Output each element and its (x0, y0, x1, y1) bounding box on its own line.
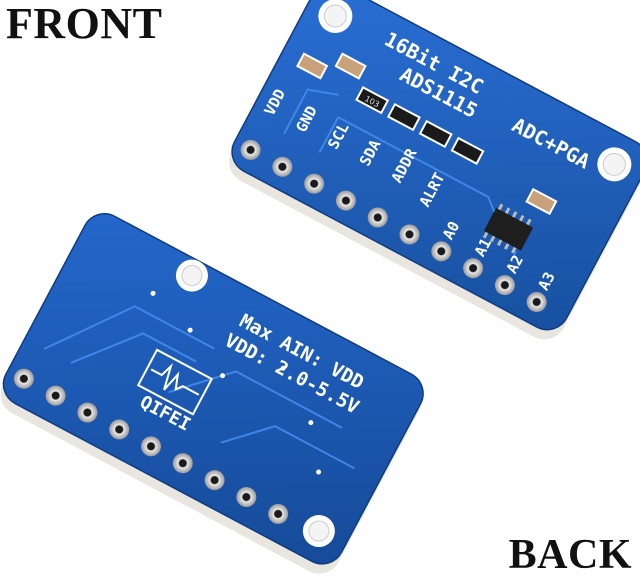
header-pad (526, 291, 547, 312)
vias (150, 290, 322, 475)
smd-resistor (418, 119, 453, 149)
header-pad (268, 503, 289, 524)
header-pad (141, 436, 162, 457)
smd-resistor (450, 136, 485, 165)
header-pads (13, 368, 289, 524)
header-pad (77, 402, 98, 423)
header-pad (240, 139, 261, 160)
front-caption: FRONT (6, 0, 163, 48)
header-pad (109, 419, 130, 440)
front-board-surface (231, 0, 640, 331)
smd-capacitor (334, 52, 367, 80)
header-pad (13, 368, 34, 389)
mounting-hole (318, 0, 353, 34)
header-pad (204, 470, 225, 491)
pcb-traces (283, 88, 517, 257)
smd-capacitor (525, 187, 558, 216)
ads1115-chip (482, 203, 534, 254)
back-caption: BACK (508, 532, 632, 578)
back-board-surface (2, 213, 424, 565)
back-board: Max AIN: VDD VDD: 2.0-5.5V QIFEI (0, 213, 424, 574)
header-pad (272, 156, 293, 177)
smd-capacitor (296, 52, 329, 80)
header-pad (431, 241, 452, 262)
header-pad (45, 385, 66, 406)
mounting-hole (175, 259, 208, 292)
header-pad (236, 487, 257, 508)
header-pad (304, 173, 325, 194)
header-pad (463, 258, 484, 279)
mounting-hole (597, 147, 632, 182)
header-pad (399, 224, 420, 245)
header-pads (240, 139, 547, 312)
header-pad (367, 207, 388, 228)
front-board: 16Bit I2C ADS1115 ADC+PGA 103 (229, 0, 640, 340)
header-pad (172, 453, 193, 474)
header-pad (335, 190, 356, 211)
smd-resistor: 103 (355, 86, 390, 115)
header-pad (494, 275, 515, 296)
pcb-traces (43, 305, 355, 470)
mounting-hole (302, 515, 335, 548)
smd-resistor (386, 102, 421, 132)
